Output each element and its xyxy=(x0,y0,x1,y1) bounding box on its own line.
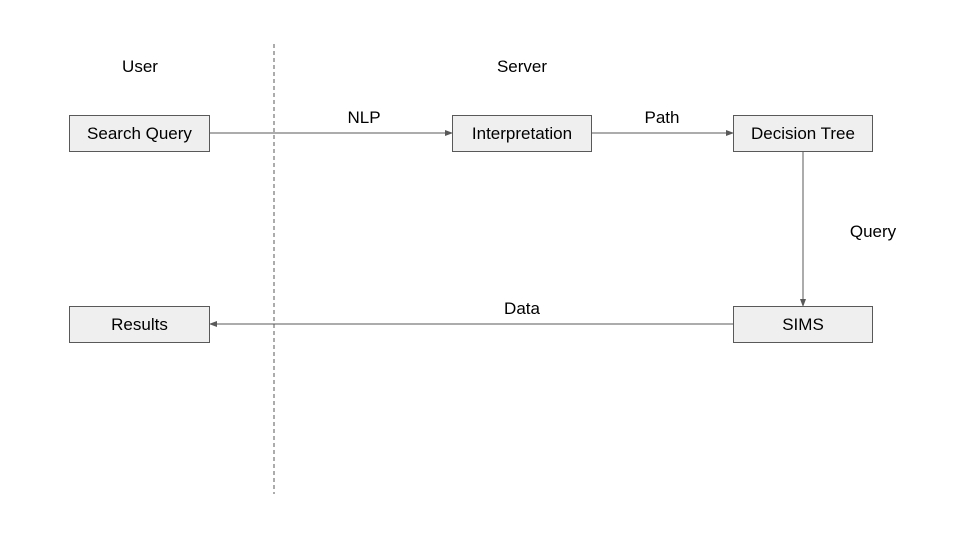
edge-label-data: Data xyxy=(504,299,540,318)
node-sims: SIMS xyxy=(733,306,873,343)
lane-label-server: Server xyxy=(496,57,548,76)
node-decision-tree: Decision Tree xyxy=(733,115,873,152)
edge-label-query: Query xyxy=(849,222,897,241)
node-results: Results xyxy=(69,306,210,343)
edge-label-path: Path xyxy=(644,108,680,127)
edge-label-nlp: NLP xyxy=(347,108,381,127)
node-interpretation: Interpretation xyxy=(452,115,592,152)
node-search-query: Search Query xyxy=(69,115,210,152)
lane-label-user: User xyxy=(122,57,158,76)
